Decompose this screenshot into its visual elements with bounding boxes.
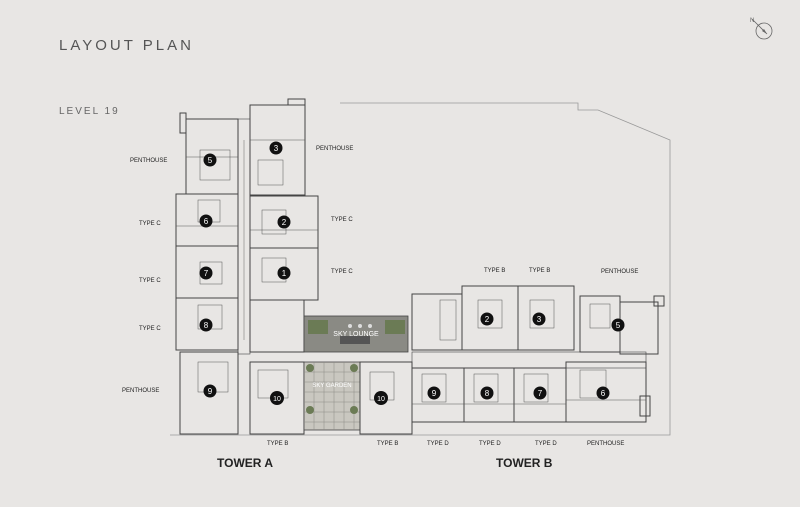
unit-markers: 5 3 6 2 7 1 8 9 10 10 2 3 5 9 8 7 6 [199, 141, 625, 405]
unit-marker: 9 [203, 384, 217, 398]
unit-marker: 6 [596, 386, 610, 400]
label-type-c: TYPE C [139, 326, 161, 332]
svg-text:1: 1 [282, 269, 287, 278]
svg-text:10: 10 [377, 396, 385, 403]
label-penthouse: PENTHOUSE [316, 146, 354, 152]
svg-text:9: 9 [208, 387, 213, 396]
tower-b-structure [359, 285, 665, 435]
svg-text:7: 7 [538, 389, 543, 398]
sky-lounge-label: SKY LOUNGE [333, 331, 379, 338]
label-type-c: TYPE C [331, 269, 353, 275]
svg-text:5: 5 [616, 321, 621, 330]
unit-marker: 5 [203, 153, 217, 167]
label-type-c: TYPE C [331, 217, 353, 223]
unit-marker: 8 [480, 386, 494, 400]
label-penthouse: PENTHOUSE [130, 158, 168, 164]
sky-garden-area [303, 361, 361, 431]
north-arrow-icon: N [750, 18, 773, 40]
label-type-c: TYPE C [139, 221, 161, 227]
label-type-b: TYPE B [377, 441, 399, 447]
tower-b-label: TOWER B [496, 456, 553, 470]
tower-b-interiors [369, 299, 646, 405]
unit-marker: 7 [199, 266, 213, 280]
svg-text:8: 8 [204, 321, 209, 330]
tower-a-structure [175, 98, 319, 435]
unit-marker: 3 [532, 312, 546, 326]
svg-text:3: 3 [537, 315, 542, 324]
unit-marker: 10 [270, 391, 284, 405]
unit-marker: 8 [199, 318, 213, 332]
unit-marker: 6 [199, 214, 213, 228]
unit-marker: 2 [480, 312, 494, 326]
compass-letter: N [750, 18, 754, 24]
level-label: LEVEL 19 [59, 106, 120, 117]
unit-marker: 5 [611, 318, 625, 332]
unit-marker: 7 [533, 386, 547, 400]
label-type-d: TYPE D [535, 441, 557, 447]
label-type-b: TYPE B [529, 268, 551, 274]
svg-text:6: 6 [601, 389, 606, 398]
tower-a-label: TOWER A [217, 456, 273, 470]
svg-text:2: 2 [282, 218, 287, 227]
svg-text:5: 5 [208, 156, 213, 165]
label-penthouse: PENTHOUSE [587, 441, 625, 447]
label-penthouse: PENTHOUSE [122, 388, 160, 394]
site-boundary [170, 102, 671, 436]
unit-marker: 10 [374, 391, 388, 405]
label-type-d: TYPE D [427, 441, 449, 447]
label-type-c: TYPE C [139, 278, 161, 284]
unit-marker: 3 [269, 141, 283, 155]
label-penthouse: PENTHOUSE [601, 269, 639, 275]
svg-text:6: 6 [204, 217, 209, 226]
sky-lounge-area [303, 315, 409, 353]
svg-text:2: 2 [485, 315, 490, 324]
unit-marker: 2 [277, 215, 291, 229]
label-type-b: TYPE B [484, 268, 506, 274]
tower-a-interiors [176, 139, 318, 399]
svg-text:10: 10 [273, 396, 281, 403]
page-title: LAYOUT PLAN [59, 37, 194, 54]
unit-marker: 9 [427, 386, 441, 400]
sky-garden-label: SKY GARDEN [312, 383, 351, 389]
svg-text:9: 9 [432, 389, 437, 398]
label-type-b: TYPE B [267, 441, 289, 447]
svg-text:8: 8 [485, 389, 490, 398]
label-type-d: TYPE D [479, 441, 501, 447]
unit-marker: 1 [277, 266, 291, 280]
svg-text:3: 3 [274, 144, 279, 153]
svg-text:7: 7 [204, 269, 209, 278]
